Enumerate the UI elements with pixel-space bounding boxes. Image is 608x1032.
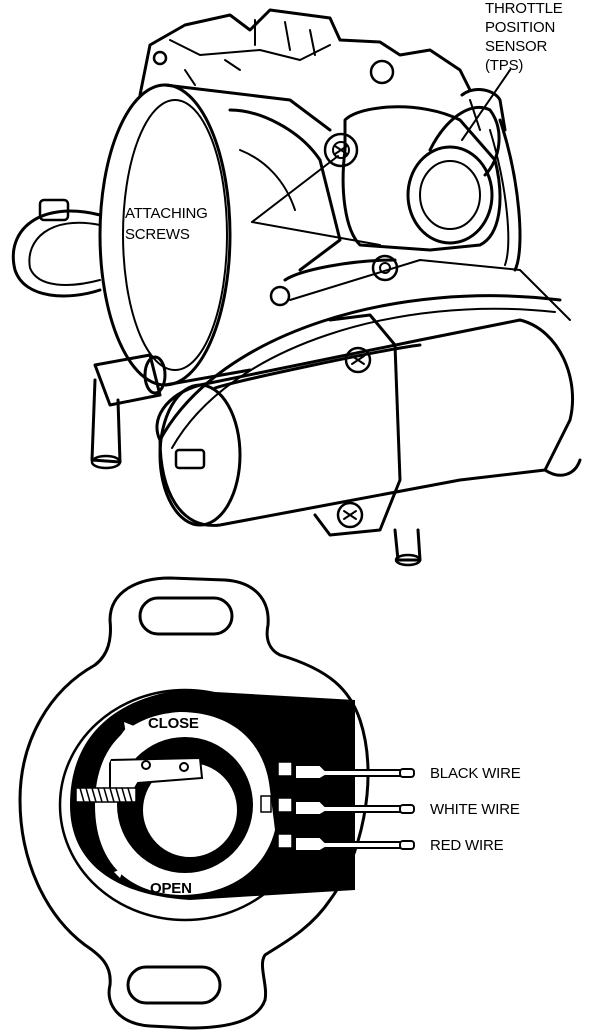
tps-label-line-2: POSITION [485, 19, 555, 36]
tps-label-line-1: THROTTLE [485, 0, 563, 17]
white-wire-label: WHITE WIRE [430, 801, 520, 818]
attaching-screws-label-line-1: ATTACHING [125, 205, 208, 222]
tps-label: THROTTLE POSITION SENSOR (TPS) [485, 0, 567, 74]
attaching-screws-label: ATTACHING SCREWS [125, 205, 212, 243]
close-label: CLOSE [148, 715, 199, 732]
tps-label-line-4: (TPS) [485, 57, 523, 74]
red-wire-label: RED WIRE [430, 837, 504, 854]
throttle-body-drawing [11, 8, 582, 567]
black-wire-label: BLACK WIRE [430, 765, 521, 782]
top-leader-lines [251, 69, 511, 246]
tps-label-line-3: SENSOR [485, 38, 548, 55]
attaching-screws-label-line-2: SCREWS [125, 226, 190, 243]
sensor-detail-drawing [18, 576, 415, 1030]
open-label: OPEN [150, 880, 192, 897]
